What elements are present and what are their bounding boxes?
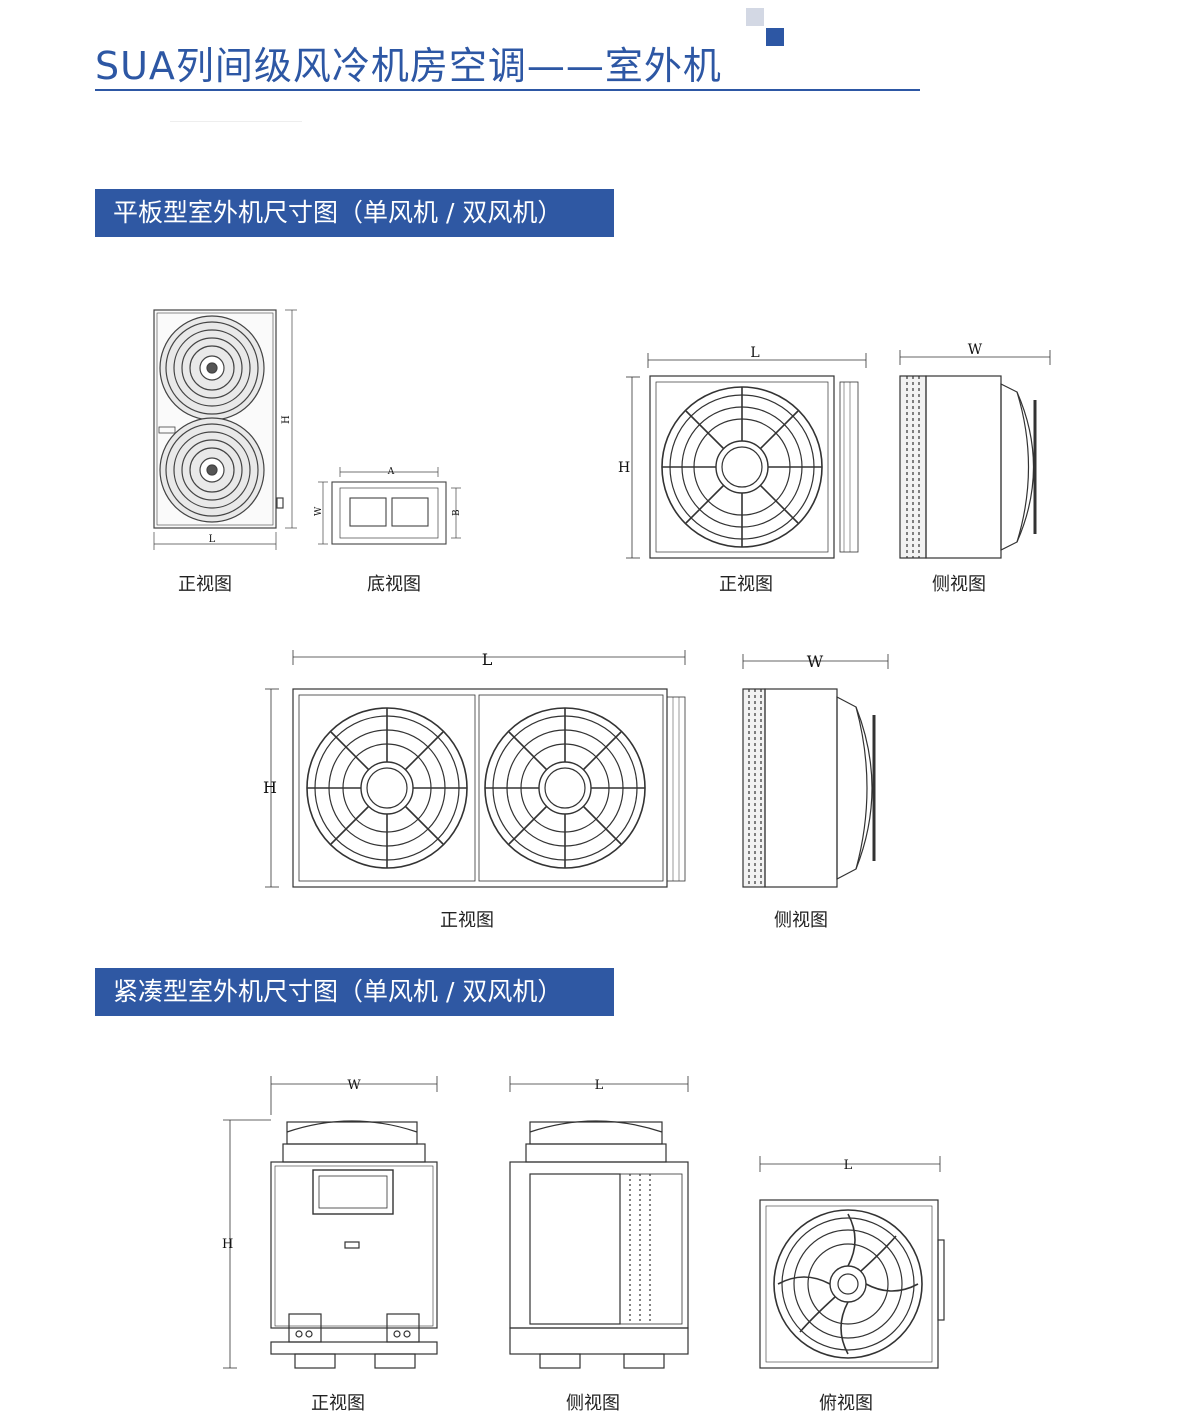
dim-label-l: L <box>750 345 759 361</box>
front-view-double-drawing: L H <box>263 650 686 888</box>
bottom-view-drawing: A W B <box>314 467 462 545</box>
dim-label-a: A <box>387 467 395 477</box>
dim-label-l: L <box>595 1078 604 1093</box>
compact-top-view-drawing: L <box>759 1156 945 1369</box>
dim-label-w: W <box>807 652 824 671</box>
dim-label-b: B <box>452 509 462 516</box>
compact-front-view-drawing: W H <box>222 1076 438 1369</box>
side-view-double-drawing: W <box>742 652 889 888</box>
caption-side-view: 侧视图 <box>932 574 986 595</box>
caption-side-view: 侧视图 <box>566 1393 620 1414</box>
page-title: SUA列间级风冷机房空调——室外机 <box>95 44 722 88</box>
compact-side-view-drawing: L <box>509 1076 689 1369</box>
dim-label-h: H <box>281 415 292 424</box>
caption-bottom-view: 底视图 <box>367 574 421 595</box>
dim-label-h: H <box>222 1237 233 1252</box>
caption-front-view: 正视图 <box>440 910 494 931</box>
caption-side-view: 侧视图 <box>774 910 828 931</box>
front-view-small-drawing: H L <box>153 309 297 550</box>
dim-label-h: H <box>263 778 277 797</box>
dim-label-l: L <box>844 1158 853 1173</box>
divider <box>170 121 302 122</box>
decorative-square-dark <box>766 28 784 46</box>
caption-front-view: 正视图 <box>311 1393 365 1414</box>
title-underline <box>95 89 920 91</box>
caption-top-view: 俯视图 <box>819 1393 873 1414</box>
dim-label-l: L <box>209 534 216 545</box>
dim-label-w: W <box>968 342 983 358</box>
dim-label-w: W <box>347 1078 361 1093</box>
section-banner-flat: 平板型室外机尺寸图（单风机 / 双风机） <box>95 189 614 237</box>
section-banner-compact: 紧凑型室外机尺寸图（单风机 / 双风机） <box>95 968 614 1016</box>
dim-label-w: W <box>314 506 324 516</box>
dim-label-h: H <box>618 460 630 476</box>
caption-front-view: 正视图 <box>178 574 232 595</box>
side-view-single-drawing: W <box>899 342 1051 559</box>
dim-label-l: L <box>482 650 493 669</box>
front-view-single-drawing: L H <box>618 345 867 559</box>
decorative-square-light <box>746 8 764 26</box>
caption-front-view: 正视图 <box>719 574 773 595</box>
